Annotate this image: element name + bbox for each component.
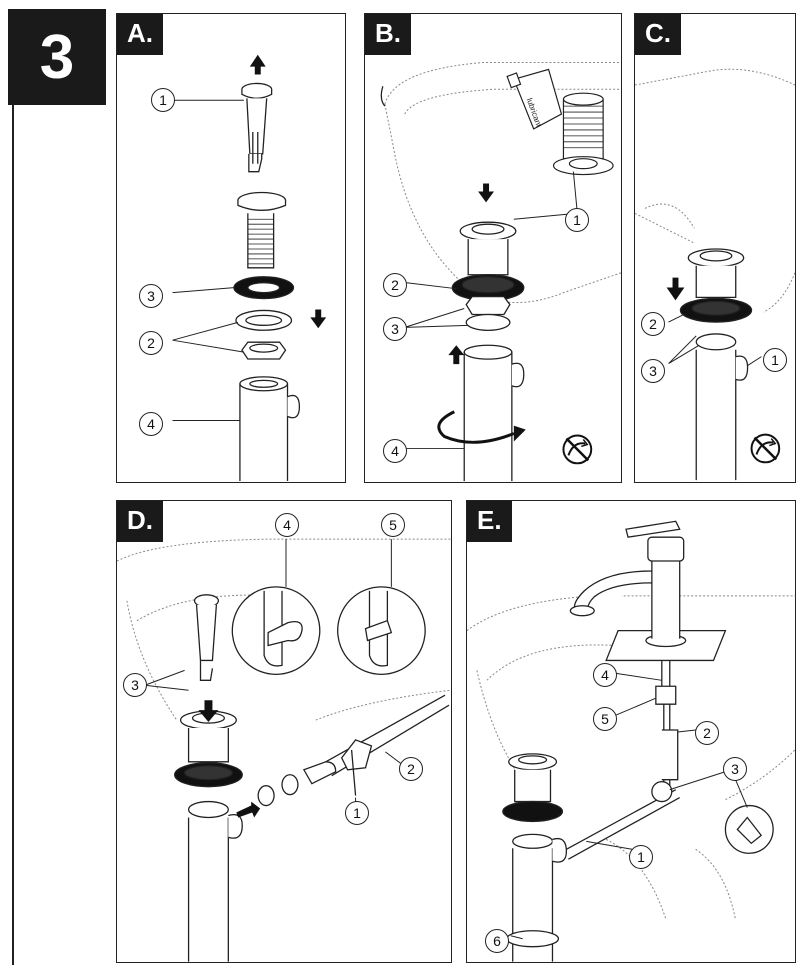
panel-d-callout-5: 5 — [381, 513, 405, 537]
left-arrow-icon — [236, 801, 261, 818]
panel-e-callout-5: 5 — [593, 707, 617, 731]
panel-e-callout-4: 4 — [593, 663, 617, 687]
rotate-arrow-icon — [513, 425, 526, 442]
step-number-badge: 3 — [8, 9, 106, 105]
panel-a: A. — [116, 13, 346, 483]
down-arrow-icon — [478, 183, 494, 203]
panel-a-callout-2: 2 — [139, 331, 163, 355]
no-tool-icon — [562, 434, 593, 465]
panel-d-callout-2: 2 — [399, 757, 423, 781]
panel-c-callout-2: 2 — [641, 312, 665, 336]
panel-d-illustration — [117, 538, 451, 962]
panel-c-label: C. — [635, 14, 681, 55]
panel-a-label: A. — [117, 14, 163, 55]
step-bracket-line — [12, 105, 14, 965]
up-arrow-icon — [448, 345, 465, 365]
panel-b-callout-1: 1 — [565, 208, 589, 232]
panel-e-illustration — [467, 520, 795, 962]
panel-e-callout-2: 2 — [695, 721, 719, 745]
panel-b-callout-4: 4 — [383, 439, 407, 463]
no-tool-icon — [750, 433, 781, 464]
panel-b-callout-2: 2 — [383, 273, 407, 297]
panel-b-callout-3: 3 — [383, 317, 407, 341]
panel-a-illustration — [172, 54, 327, 481]
down-arrow-icon — [666, 277, 685, 301]
step-number: 3 — [39, 22, 75, 92]
panel-d-callout-1: 1 — [345, 801, 369, 825]
panel-b-label: B. — [365, 14, 411, 55]
panel-b-illustration: lubricant — [380, 61, 621, 482]
panel-c: C. 2 3 1 — [634, 13, 796, 483]
panel-c-illustration — [635, 68, 795, 481]
panel-c-callout-1: 1 — [763, 348, 787, 372]
up-arrow-icon — [249, 54, 266, 75]
panel-b: B. lubricant — [364, 13, 622, 483]
panel-e-callout-1: 1 — [629, 845, 653, 869]
panel-d-callout-4: 4 — [275, 513, 299, 537]
panel-a-callout-1: 1 — [151, 88, 175, 112]
panel-e-callout-6: 6 — [485, 929, 509, 953]
panel-a-callout-4: 4 — [139, 412, 163, 436]
down-arrow-icon — [310, 309, 327, 329]
down-arrow-icon — [198, 700, 219, 723]
panel-d: D. — [116, 500, 452, 963]
panel-e-callout-3: 3 — [723, 757, 747, 781]
panel-e: E. — [466, 500, 796, 963]
panel-d-callout-3: 3 — [123, 673, 147, 697]
panel-e-label: E. — [467, 501, 512, 542]
panel-a-callout-3: 3 — [139, 284, 163, 308]
panel-d-label: D. — [117, 501, 163, 542]
panel-c-callout-3: 3 — [641, 359, 665, 383]
